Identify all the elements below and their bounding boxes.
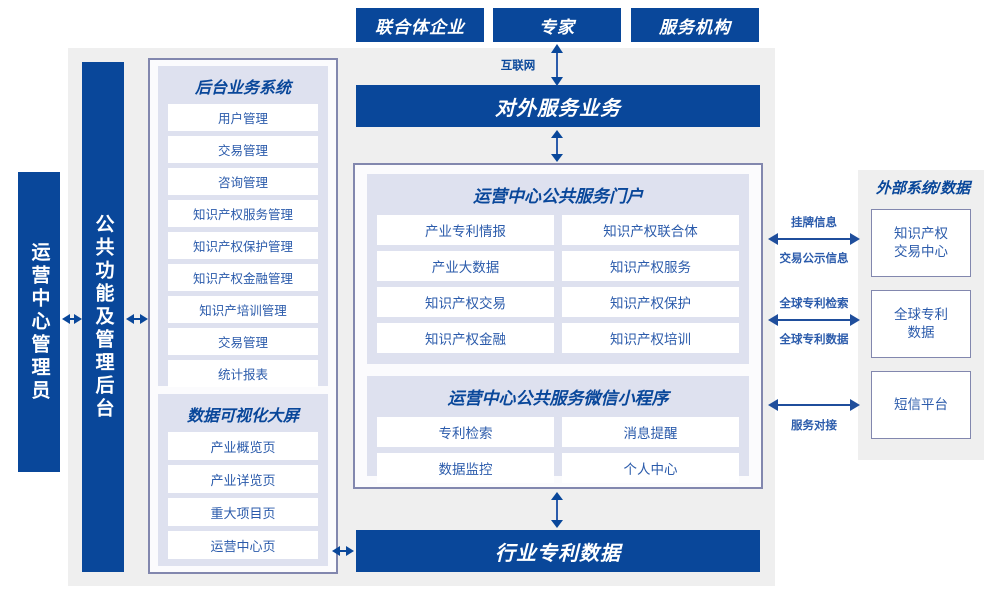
admin-bar-label: 运营中心管理员: [28, 241, 50, 403]
external-connector-arrow-icon: [768, 233, 860, 245]
actor-label: 联合体企业: [375, 17, 465, 37]
backend-item[interactable]: 知识产权服务管理: [168, 200, 318, 227]
external-connector-arrow-icon: [768, 399, 860, 411]
backend-to-industry-data-arrow-icon: [332, 546, 354, 556]
operations-center-admin-bar[interactable]: 运营中心管理员: [18, 172, 60, 472]
backend-item[interactable]: 交易管理: [168, 328, 318, 355]
internet-arrow-icon: [551, 44, 563, 86]
portal-item[interactable]: 产业大数据: [377, 251, 554, 281]
industry-data-label: 行业专利数据: [495, 542, 621, 565]
portal-item[interactable]: 知识产权培训: [562, 323, 739, 353]
external-box-global-patent-data[interactable]: 全球专利 数据: [871, 290, 971, 358]
external-connector-label-top: 全球专利检索: [779, 298, 849, 310]
external-box-line1: 全球专利: [894, 306, 948, 322]
external-connector-label-top: 挂牌信息: [791, 217, 837, 229]
actor-label: 服务机构: [659, 17, 731, 37]
external-connector-label-bottom: 交易公示信息: [779, 253, 849, 265]
backend-item[interactable]: 用户管理: [168, 104, 318, 131]
visual-item[interactable]: 运营中心页: [168, 531, 318, 559]
wechat-miniprogram-group: 运营中心公共服务微信小程序 专利检索 消息提醒 数据监控 个人中心: [367, 376, 749, 483]
miniprogram-item[interactable]: 数据监控: [377, 453, 554, 483]
miniprogram-group-title: 运营中心公共服务微信小程序: [447, 389, 669, 408]
backend-group-title: 后台业务系统: [194, 80, 291, 97]
backend-item[interactable]: 知识产权金融管理: [168, 264, 318, 291]
miniprogram-item[interactable]: 消息提醒: [562, 417, 739, 447]
external-service-bar[interactable]: 对外服务业务: [356, 85, 760, 127]
backend-business-system-group: 后台业务系统 用户管理 交易管理 咨询管理 知识产权服务管理 知识产权保护管理 …: [158, 66, 328, 387]
common-function-admin-backend-bar[interactable]: 公共功能及管理后台: [82, 62, 124, 572]
portal-item[interactable]: 知识产权联合体: [562, 215, 739, 245]
public-service-portal-group: 运营中心公共服务门户 产业专利情报 知识产权联合体 产业大数据 知识产权服务 知…: [367, 174, 749, 364]
backend-item[interactable]: 咨询管理: [168, 168, 318, 195]
external-box-sms-platform[interactable]: 短信平台: [871, 371, 971, 439]
industry-patent-data-bar[interactable]: 行业专利数据: [356, 530, 760, 572]
visual-item[interactable]: 产业详览页: [168, 465, 318, 493]
portal-item[interactable]: 知识产权保护: [562, 287, 739, 317]
external-connector-arrow-icon: [768, 314, 860, 326]
external-box-line2: 交易中心: [894, 244, 948, 259]
portal-item[interactable]: 知识产权金融: [377, 323, 554, 353]
portal-to-industry-data-arrow-icon: [551, 492, 563, 528]
external-systems-title: 外部系统/数据: [875, 180, 971, 197]
backend-item[interactable]: 知识产权保护管理: [168, 232, 318, 259]
backend-item[interactable]: 统计报表: [168, 360, 318, 387]
visual-item[interactable]: 重大项目页: [168, 498, 318, 526]
actor-label: 专家: [539, 17, 575, 37]
external-box-ip-trading-center[interactable]: 知识产权 交易中心: [871, 209, 971, 277]
visual-item[interactable]: 产业概览页: [168, 432, 318, 460]
common-to-backend-arrow-icon: [126, 314, 148, 324]
portal-group-title: 运营中心公共服务门户: [473, 187, 643, 206]
actor-box-expert[interactable]: 专家: [493, 8, 621, 42]
backend-item[interactable]: 交易管理: [168, 136, 318, 163]
external-box-line2: 数据: [907, 325, 935, 340]
data-visualization-group: 数据可视化大屏 产业概览页 产业详览页 重大项目页 运营中心页: [158, 394, 328, 566]
portal-item[interactable]: 知识产权服务: [562, 251, 739, 281]
external-service-label: 对外服务业务: [495, 97, 621, 120]
portal-item[interactable]: 知识产权交易: [377, 287, 554, 317]
external-connector-label-bottom: 全球专利数据: [779, 334, 849, 346]
portal-item[interactable]: 产业专利情报: [377, 215, 554, 245]
external-box-line1: 短信平台: [894, 396, 948, 412]
miniprogram-item[interactable]: 专利检索: [377, 417, 554, 447]
visual-group-title: 数据可视化大屏: [186, 408, 299, 425]
admin-to-common-arrow-icon: [62, 314, 82, 324]
actor-box-service-agency[interactable]: 服务机构: [631, 8, 759, 42]
external-box-line1: 知识产权: [894, 225, 948, 241]
external-connector-label-bottom: 服务对接: [791, 420, 837, 432]
actor-box-consortium-enterprise[interactable]: 联合体企业: [356, 8, 484, 42]
miniprogram-item[interactable]: 个人中心: [562, 453, 739, 483]
service-to-portal-arrow-icon: [551, 130, 563, 162]
internet-label: 互联网: [500, 60, 536, 72]
common-bar-label: 公共功能及管理后台: [92, 213, 114, 421]
backend-item[interactable]: 知识产培训管理: [168, 296, 318, 323]
